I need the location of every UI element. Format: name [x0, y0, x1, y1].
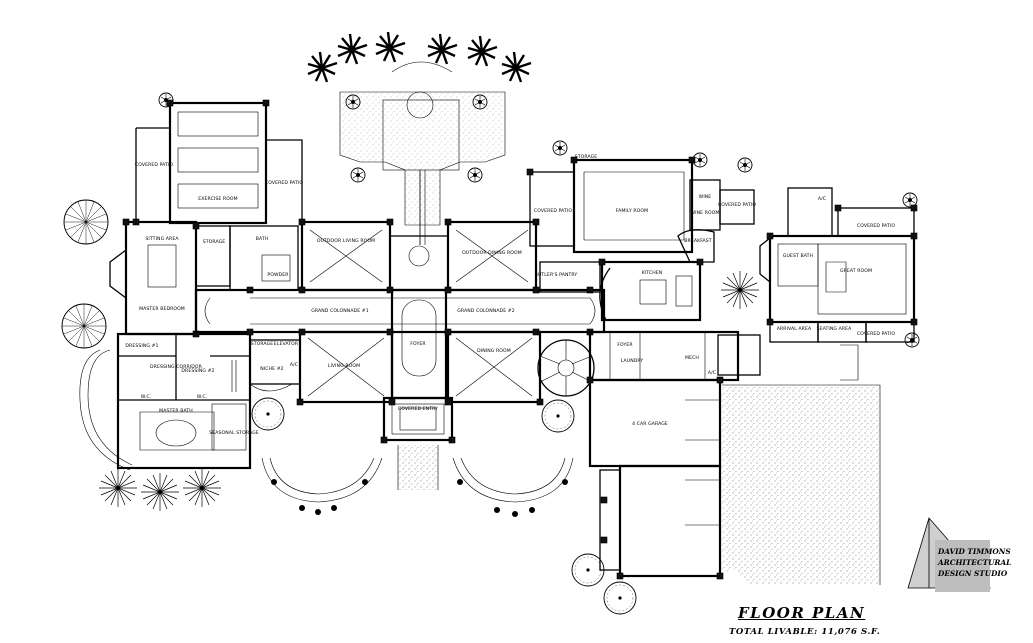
room-label: KITCHEN [642, 270, 663, 276]
room-label: FAMILY ROOM [616, 208, 648, 214]
room-label: COVERED PATIO [857, 223, 896, 229]
room-label: W.C. [141, 394, 152, 400]
central-core [194, 218, 606, 444]
room-label: SITTING AREA [145, 236, 179, 242]
room-label: NICHE #2 [260, 366, 283, 372]
room-label: WINE [699, 194, 712, 200]
room-label: DRESSING #2 [181, 368, 214, 374]
room-label: STORAGE [251, 341, 274, 347]
room-label: OUTDOOR LIVING ROOM [317, 238, 375, 244]
room-label: GRAND COLONNADE #1 [311, 308, 368, 314]
room-label: A/C [708, 370, 716, 376]
room-label: FOYER [617, 342, 633, 348]
room-label: 4 CAR GARAGE [632, 421, 668, 427]
room-label: SEATING AREA [817, 326, 853, 332]
room-label: WINE ROOM [691, 210, 720, 216]
room-label: DINING ROOM [477, 348, 511, 354]
room-label: COVERED PATIO [534, 208, 573, 214]
room-label: BATH [256, 236, 269, 242]
room-label: BUTLER'S PANTRY [535, 272, 578, 278]
room-label: DRESSING CORRIDOR [150, 364, 203, 370]
room-label: DRESSING #1 [125, 343, 158, 349]
room-label: GRAND COLONNADE #2 [457, 308, 514, 314]
landscape [61, 30, 920, 615]
room-label: ELEVATOR [274, 341, 299, 347]
room-label: LIVING ROOM [328, 363, 360, 369]
room-label: BREAKFAST [684, 238, 711, 244]
room-label: COVERED PATIO [135, 162, 174, 168]
room-label: COVERED ENTRY [398, 406, 438, 412]
columns-east [526, 156, 724, 580]
west-wing [109, 99, 303, 470]
studio-line: DESIGN STUDIO [938, 569, 1008, 578]
room-label: GUEST BATH [783, 253, 813, 259]
drawing-title: FLOOR PLAN [738, 604, 866, 622]
room-label: LAUNDRY [621, 358, 644, 364]
total-livable: TOTAL LIVABLE: 11,076 S.F. [729, 627, 881, 637]
room-label: MECH [685, 355, 699, 361]
room-label: GREAT ROOM [840, 268, 872, 274]
studio-line: DAVID TIMMONS [938, 547, 1011, 556]
room-label: POWDER [267, 272, 289, 278]
room-label: COVERED PATIO [718, 202, 757, 208]
guest-house [759, 187, 918, 343]
room-label: COVERED PATIO [265, 180, 304, 186]
room-label: OUTDOOR DINING ROOM [462, 250, 522, 256]
room-label: SEASONAL STORAGE [209, 430, 259, 436]
room-label: EXERCISE ROOM [198, 196, 237, 202]
studio-credit: DAVID TIMMONS ARCHITECTURAL DESIGN STUDI… [938, 546, 1011, 579]
room-labels: EXERCISE ROOM COVERED PATIO COVERED PATI… [125, 154, 895, 436]
room-label: STORAGE [203, 239, 226, 245]
studio-line: ARCHITECTURAL [938, 558, 1012, 567]
east-wing [526, 156, 761, 580]
room-label: COVERED PATIO [857, 331, 896, 337]
room-label: A/C [818, 196, 826, 202]
room-label: A/C [290, 362, 298, 368]
room-label: FOYER [410, 341, 426, 347]
room-label: ARRIVAL AREA [777, 326, 812, 332]
room-label: STORAGE [575, 154, 598, 160]
room-label: MASTER BATH [159, 408, 193, 414]
studio-logo-mark [907, 517, 991, 592]
room-label: W.C. [197, 394, 208, 400]
columns-guest [766, 204, 918, 326]
room-label: MASTER BEDROOM [139, 306, 185, 312]
